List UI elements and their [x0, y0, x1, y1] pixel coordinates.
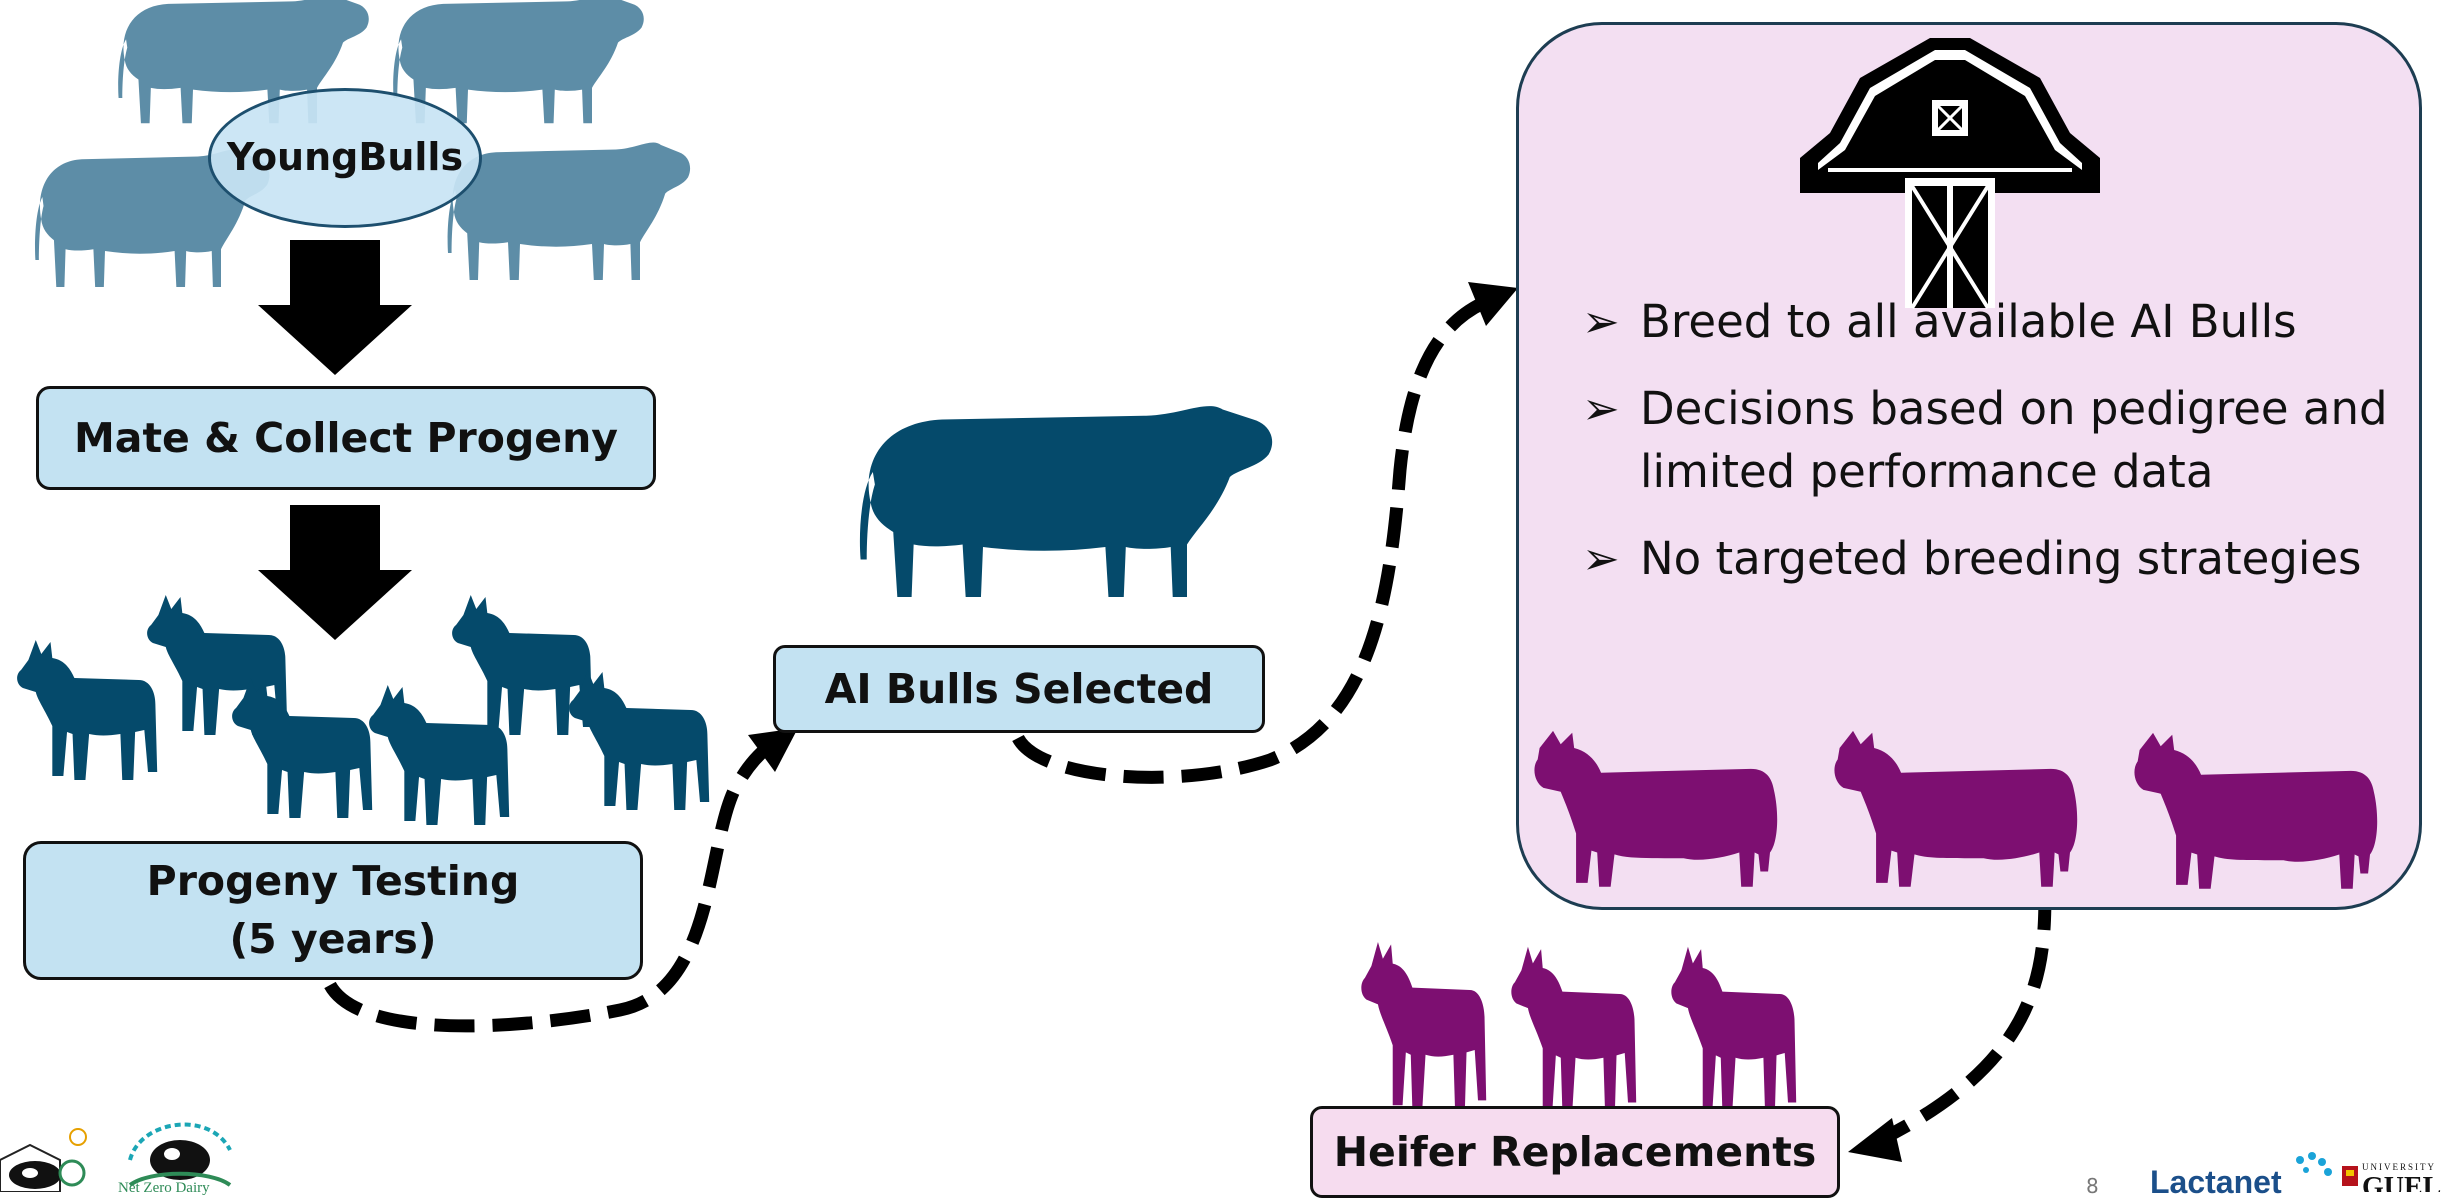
heifer-replacements-node: Heifer Replacements — [1310, 1106, 1840, 1198]
connector-farm-to-heifer-head — [1848, 1118, 1902, 1162]
young-bulls-label-line2: Bulls — [358, 135, 464, 180]
young-bulls-node: Young Bulls — [208, 88, 482, 228]
heifer-calves-group — [1361, 942, 1797, 1112]
university-name: GUELPH — [2362, 1172, 2441, 1192]
lactanet-logo-text: Lactanet — [2150, 1164, 2282, 1200]
bullet-arrow-icon: ➢ — [1582, 532, 1620, 585]
cow-icon — [1534, 730, 1778, 887]
net-zero-dairy-text: Net Zero Dairy — [118, 1180, 210, 1196]
farm-bullet-list: ➢ Breed to all available AI Bulls ➢ Deci… — [1582, 290, 2412, 614]
cow-icon — [1834, 730, 2078, 887]
farm-bullet-item: ➢ Breed to all available AI Bulls — [1582, 290, 2412, 353]
page-number: 8 — [2086, 1174, 2099, 1198]
dairy-logo — [0, 1128, 87, 1192]
connector-ai-to-farm-head — [1468, 282, 1518, 326]
farm-bullet-text: Decisions based on pedigree and limited … — [1640, 382, 2388, 498]
heifer-calf-icon — [1671, 946, 1797, 1112]
barn-icon — [1800, 38, 2100, 310]
farm-bullet-item: ➢ Decisions based on pedigree and limite… — [1582, 377, 2412, 503]
herd-cows-group — [1534, 730, 2378, 889]
heifer-replacements-label: Heifer Replacements — [1333, 1128, 1817, 1176]
mate-collect-node: Mate & Collect Progeny — [36, 386, 656, 490]
university-crest-icon — [2342, 1166, 2358, 1186]
connector-ai-to-farm — [1012, 293, 1493, 784]
progeny-testing-node: Progeny Testing (5 years) — [23, 841, 643, 980]
arrow-young-to-mate-icon — [258, 240, 412, 375]
heifer-calf-icon — [1361, 942, 1487, 1110]
university-word: UNIVERSITY — [2362, 1162, 2436, 1172]
bullet-arrow-icon: ➢ — [1582, 382, 1620, 435]
bullet-arrow-icon: ➢ — [1582, 295, 1620, 348]
connector-progeny-to-ai-head — [748, 728, 798, 772]
progeny-testing-label-line1: Progeny Testing — [146, 857, 520, 906]
university-logo: UNIVERSITY GUELPH — [2340, 1160, 2441, 1192]
heifer-calf-icon — [1511, 946, 1637, 1112]
ai-bulls-selected-node: AI Bulls Selected — [773, 645, 1265, 733]
connector-farm-to-heifer — [1877, 889, 2052, 1146]
farm-bullet-item: ➢ No targeted breeding strategies — [1582, 527, 2412, 590]
connector-progeny-to-ai — [324, 734, 782, 1033]
arrow-mate-to-progeny-icon — [258, 505, 412, 640]
cow-icon — [2134, 732, 2378, 889]
mate-collect-label: Mate & Collect Progeny — [73, 414, 619, 462]
net-zero-dairy-logo — [128, 1122, 232, 1187]
ai-bulls-selected-label: AI Bulls Selected — [824, 665, 1214, 713]
farm-bullet-text: No targeted breeding strategies — [1640, 532, 2362, 585]
lactanet-dots-icon — [2296, 1152, 2332, 1176]
young-bulls-label-line1: Young — [226, 135, 359, 180]
farm-bullet-text: Breed to all available AI Bulls — [1640, 295, 2297, 348]
progeny-testing-label-line2: (5 years) — [229, 914, 437, 963]
